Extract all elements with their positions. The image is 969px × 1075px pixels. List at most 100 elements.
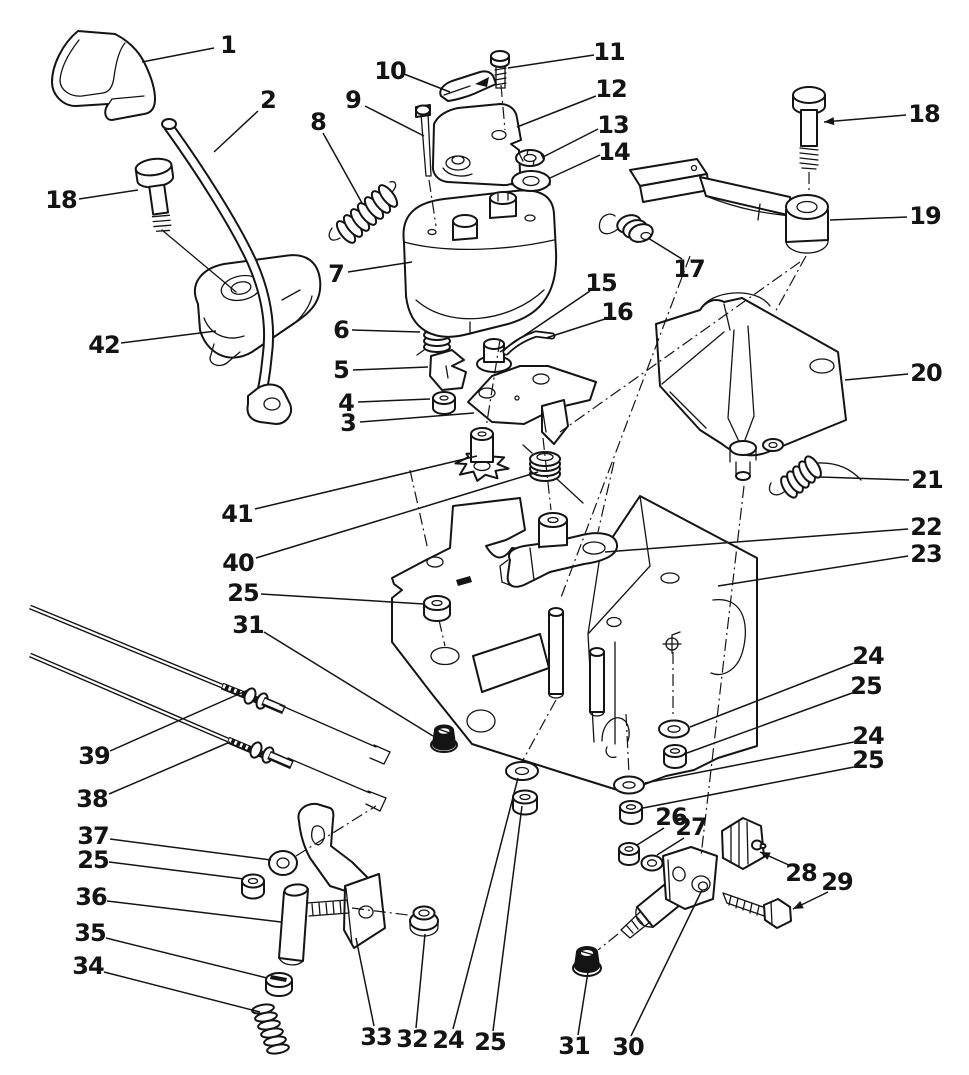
callout-33-44: 33 — [355, 937, 393, 1051]
part-number-label: 27 — [675, 813, 706, 841]
part-cover-plate-12 — [431, 103, 522, 187]
part-number-label: 20 — [910, 359, 942, 387]
housing-boss-slotted — [489, 191, 517, 219]
part-number-label: 18 — [45, 186, 77, 214]
callout-25-27: 25 — [227, 579, 425, 607]
leader-line — [109, 689, 249, 752]
part-washer-27 — [640, 854, 664, 872]
part-number-label: 32 — [396, 1025, 427, 1053]
leader-line — [549, 154, 601, 179]
leader-line — [545, 318, 606, 339]
leader-line — [642, 766, 855, 809]
callout-39-37: 39 — [78, 689, 249, 770]
leader-line — [542, 128, 599, 158]
part-number-label: 4 — [338, 389, 354, 417]
callout-25-47: 25 — [474, 805, 523, 1056]
part-number-label: 24 — [432, 1026, 464, 1054]
callout-16-20: 16 — [545, 298, 634, 339]
callout-24-31: 24 — [644, 722, 885, 784]
part-number-label: 21 — [911, 466, 943, 494]
part-number-label: 8 — [310, 108, 326, 136]
part-lever-plate-3 — [467, 365, 597, 445]
callout-11-7: 11 — [507, 38, 626, 69]
part-bushing-31-lower — [572, 946, 602, 977]
callout-14-10: 14 — [549, 138, 631, 179]
part-number-label: 37 — [77, 822, 108, 850]
leader-line — [516, 95, 597, 128]
leader-line — [403, 73, 451, 93]
callout-21-22: 21 — [819, 466, 944, 494]
leader-line — [254, 455, 478, 510]
callout-28-35: 28 — [759, 851, 818, 887]
part-washer-24-front — [505, 761, 539, 781]
callout-34-43: 34 — [72, 952, 261, 1013]
part-nut-25-front — [512, 789, 538, 816]
part-bushing-31-upper — [430, 724, 458, 753]
callout-25-32: 25 — [642, 746, 885, 809]
callout-1-0: 1 — [141, 31, 237, 63]
leader-line — [322, 132, 363, 204]
leader-line — [355, 937, 375, 1027]
callout-17-13: 17 — [647, 237, 706, 283]
leader-line — [78, 189, 139, 200]
part-cam-housing-7 — [402, 189, 558, 338]
leader-line — [644, 741, 855, 784]
part-shoulder-bolt-left-18 — [134, 157, 175, 232]
callout-8-4: 8 — [310, 108, 363, 204]
leader-line — [604, 528, 909, 553]
part-clevis-pin-9 — [415, 104, 432, 177]
leader-line — [415, 933, 426, 1029]
part-number-label: 30 — [612, 1033, 644, 1061]
part-number-label: 17 — [673, 255, 704, 283]
callout-35-42: 35 — [74, 919, 268, 979]
leader-line — [351, 329, 421, 333]
callout-18-2: 18 — [45, 186, 139, 214]
part-number-label: 18 — [908, 100, 940, 128]
callout-9-5: 9 — [345, 86, 425, 137]
callout-13-9: 13 — [542, 111, 630, 158]
part-latch-5 — [429, 349, 467, 391]
part-extension-spring-21 — [768, 455, 862, 499]
part-number-label: 15 — [585, 269, 617, 297]
callout-2-1: 2 — [213, 86, 277, 153]
callout-36-41: 36 — [75, 883, 282, 923]
callout-3-18: 3 — [340, 409, 475, 437]
callout-25-40: 25 — [77, 846, 245, 880]
callout-20-21: 20 — [844, 359, 943, 387]
callout-38-38: 38 — [76, 741, 231, 813]
part-wire-clip-16 — [502, 330, 556, 356]
part-number-label: 40 — [222, 549, 254, 577]
part-nut-25-mid — [619, 800, 643, 825]
leader-line — [844, 373, 909, 381]
leader-line — [120, 330, 217, 344]
part-number-label: 25 — [474, 1028, 506, 1056]
part-mounting-bracket-23 — [391, 495, 758, 793]
leader-line — [347, 261, 413, 273]
part-number-label: 24 — [852, 642, 884, 670]
part-number-label: 39 — [78, 742, 110, 770]
callout-19-12: 19 — [829, 202, 942, 230]
leader-line — [260, 593, 425, 605]
leader-line — [647, 237, 683, 260]
part-number-label: 5 — [333, 356, 349, 384]
leader-line — [499, 290, 591, 353]
part-screw-11 — [490, 50, 510, 89]
callout-40-26: 40 — [222, 471, 539, 577]
part-nut-25-right — [663, 744, 687, 769]
part-number-label: 25 — [77, 846, 109, 874]
callout-27-34: 27 — [656, 813, 708, 856]
part-cable-upper-39 — [29, 604, 391, 765]
part-pivot-pin-36 — [278, 883, 350, 966]
part-number-label: 34 — [72, 952, 104, 980]
part-extension-spring-17 — [598, 213, 654, 243]
leader-line — [263, 631, 434, 737]
part-number-label: 31 — [232, 611, 264, 639]
leader-arrowhead — [793, 901, 804, 909]
callout-24-29: 24 — [689, 642, 885, 728]
part-number-label: 10 — [374, 57, 406, 85]
part-torsion-spring-40 — [522, 444, 584, 504]
assembly-axis-lines — [161, 84, 810, 951]
part-number-label: 38 — [76, 785, 108, 813]
callout-10-6: 10 — [374, 57, 451, 93]
leader-line — [686, 692, 853, 754]
